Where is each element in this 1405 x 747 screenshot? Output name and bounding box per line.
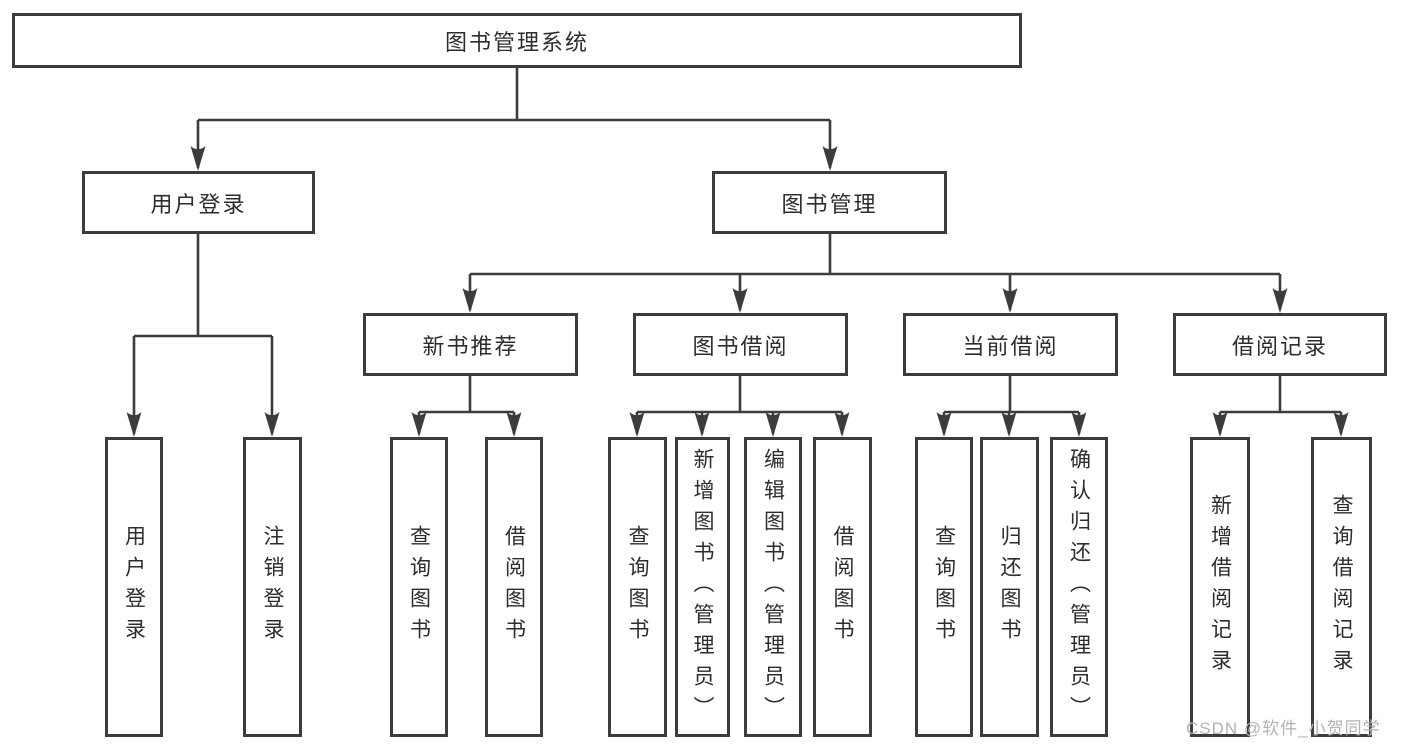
node-label: 当前借阅	[962, 333, 1059, 359]
node-label: 图书管理系统	[444, 29, 589, 55]
node-label: 图书借阅	[692, 333, 789, 359]
node-label: 用户登录	[150, 191, 247, 217]
node-label: 查询图书	[407, 525, 431, 649]
node-book-borrowing: 图书借阅	[633, 313, 848, 376]
node-label: 确认归还（管理员）	[1067, 447, 1091, 727]
leaf-borrow-book-borrowing: 借阅图书	[813, 437, 872, 737]
leaf-logout: 注销登录	[243, 437, 302, 737]
node-user-login-branch: 用户登录	[82, 171, 315, 234]
leaf-user-login: 用户登录	[105, 437, 163, 737]
leaf-add-borrow-record: 新增借阅记录	[1190, 437, 1250, 737]
leaf-borrow-book-recommend: 借阅图书	[485, 437, 543, 737]
node-label: 查询图书	[932, 525, 956, 649]
leaf-query-book-borrowing: 查询图书	[608, 437, 667, 737]
leaf-query-book-recommend: 查询图书	[390, 437, 448, 737]
node-label: 新增借阅记录	[1208, 494, 1232, 680]
node-label: 新书推荐	[422, 333, 519, 359]
node-label: 用户登录	[122, 525, 146, 649]
node-label: 查询借阅记录	[1330, 494, 1353, 680]
node-label: 图书管理	[781, 191, 878, 217]
node-label: 新增图书（管理员）	[691, 447, 714, 727]
node-book-management: 图书管理	[712, 171, 947, 234]
leaf-return-book: 归还图书	[980, 437, 1039, 737]
node-borrowing-records: 借阅记录	[1173, 313, 1387, 376]
node-label: 查询图书	[626, 525, 649, 649]
node-label: 借阅记录	[1231, 333, 1328, 359]
node-label: 借阅图书	[831, 525, 854, 649]
node-new-book-recommend: 新书推荐	[363, 313, 578, 376]
node-root-system: 图书管理系统	[12, 13, 1022, 68]
node-label: 归还图书	[998, 525, 1021, 649]
node-label: 借阅图书	[502, 525, 526, 649]
leaf-confirm-return-admin: 确认归还（管理员）	[1050, 437, 1108, 737]
node-current-borrowing: 当前借阅	[903, 313, 1118, 376]
leaf-query-borrow-record: 查询借阅记录	[1311, 437, 1372, 737]
leaf-edit-book-admin: 编辑图书（管理员）	[744, 437, 802, 737]
leaf-add-book-admin: 新增图书（管理员）	[675, 437, 730, 737]
node-label: 注销登录	[261, 525, 284, 649]
leaf-query-book-current: 查询图书	[915, 437, 973, 737]
node-label: 编辑图书（管理员）	[761, 447, 785, 727]
